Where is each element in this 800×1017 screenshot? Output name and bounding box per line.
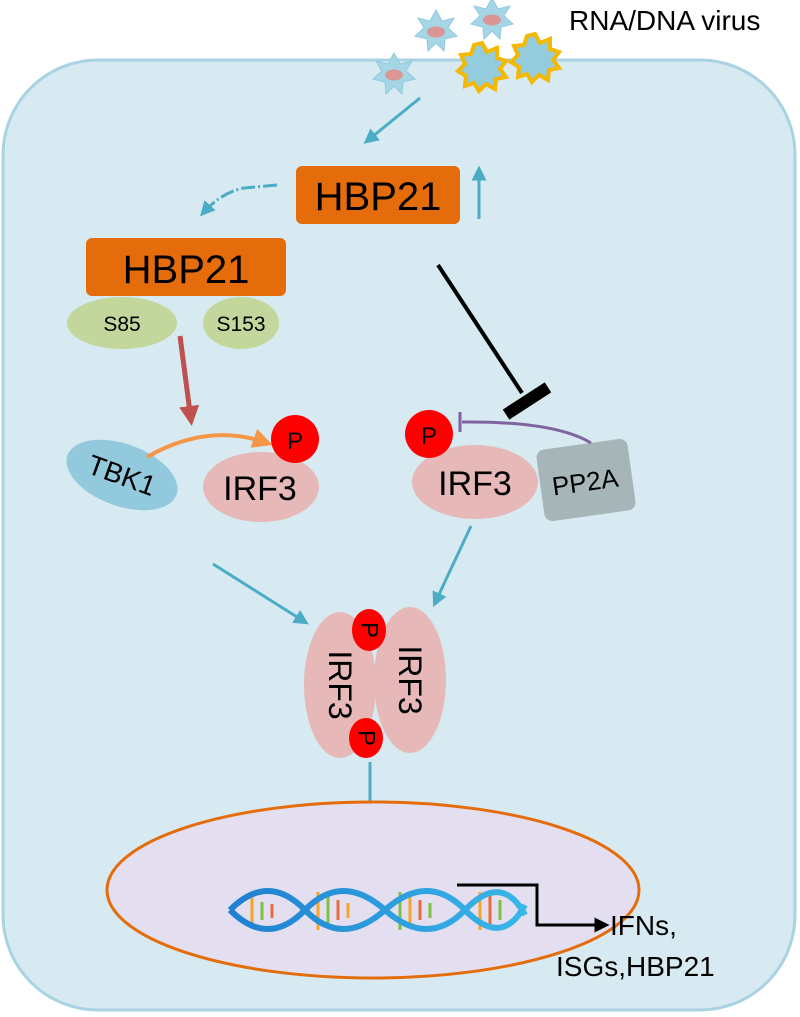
virus-icon — [371, 0, 563, 96]
output-label-line2: ISGs,HBP21 — [556, 951, 715, 982]
phospho-left — [271, 415, 319, 463]
irf3-left — [203, 452, 319, 522]
site-s153-label: S153 — [216, 313, 265, 336]
right-to-dimer-arrow — [432, 525, 473, 608]
cell-membrane — [1, 58, 797, 1012]
hbp21-modification-arrow — [199, 183, 278, 217]
hbp21-left-label: HBP21 — [123, 248, 250, 292]
dna-icon — [227, 888, 528, 932]
inhibition-bar — [502, 382, 552, 420]
phosphorylation-arrow — [146, 428, 273, 459]
phospho-right-label: P — [421, 423, 437, 450]
left-to-dimer-arrow — [212, 562, 309, 625]
virus-label: RNA/DNA virus — [569, 5, 760, 36]
nucleus — [105, 800, 641, 980]
hbp21-top-label: HBP21 — [315, 175, 442, 219]
virus-to-hbp21-arrow — [363, 96, 421, 144]
phospho-dimer-bottom — [349, 718, 383, 758]
phospho-dimer-bottom-label: P — [353, 730, 380, 746]
irf3-left-label: IRF3 — [223, 470, 297, 508]
transcription-arrow — [457, 883, 610, 933]
phospho-left-label: P — [287, 428, 303, 455]
dimer-irf3-b-label: IRF3 — [392, 645, 428, 714]
dephosphorylation-line — [461, 420, 592, 445]
pp2a — [536, 438, 636, 522]
site-s153 — [203, 297, 279, 349]
phospho-dimer-top-label: P — [356, 622, 383, 638]
site-s85 — [67, 297, 177, 349]
activation-arrow — [177, 335, 200, 426]
dimer-irf3-a-label: IRF3 — [322, 650, 358, 719]
phospho-right — [405, 410, 453, 458]
irf3-right — [412, 445, 538, 519]
phospho-dimer-top — [352, 609, 386, 651]
inhibition-line — [436, 263, 524, 395]
dimer-irf3-b — [374, 607, 446, 753]
hbp21-top-box — [296, 166, 460, 224]
site-s85-label: S85 — [103, 313, 140, 336]
hbp21-left-box — [86, 238, 286, 296]
irf3-right-label: IRF3 — [438, 465, 512, 503]
output-label-line1: IFNs, — [610, 910, 677, 941]
